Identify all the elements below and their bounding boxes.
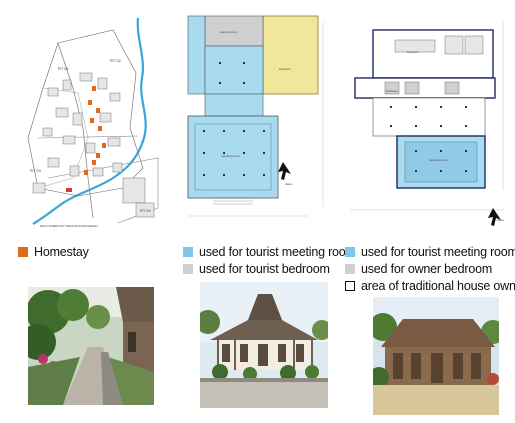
plan2-legend-bedroom: used for owner bedroom (345, 262, 492, 276)
homestay-map: RT 01 RT 02 RT 03 RT 04 PETA HOMESTAY DE… (18, 18, 170, 233)
floor-plan-2: bedroom bedroom meeting room utara (345, 10, 513, 230)
plan1-legend-meeting-label: used for tourist meeting room (199, 245, 356, 259)
map-label-b: RT 02 (110, 58, 121, 63)
plan1-room-main: meeting room (221, 154, 240, 158)
plan1-legend-bedroom: used for tourist bedroom (183, 262, 330, 276)
map-label-d: RT 04 (140, 208, 151, 213)
plan2-drawing (350, 20, 505, 226)
plan1-legend-bedroom-label: used for tourist bedroom (199, 262, 330, 276)
map-label-c: RT 03 (30, 168, 41, 173)
plan2-legend-meeting: used for tourist meeting room (345, 245, 515, 259)
plan2-legend-owner-label: area of traditional house owner (361, 279, 515, 293)
plan1-drawing (187, 15, 324, 217)
floor-plan-1: meeting room bedroom meeting room utara (183, 12, 333, 227)
village-path-photo (28, 287, 154, 405)
plan2-room-top: bedroom (407, 50, 419, 54)
bedroom-swatch (183, 264, 193, 274)
plan1-legend-meeting: used for tourist meeting room (183, 245, 356, 259)
north-arrow-icon (278, 162, 291, 180)
joglo-house-photo (200, 282, 328, 408)
homestay-markers (84, 86, 106, 175)
north-arrow-icon-2 (488, 208, 501, 226)
plan1-room-top: meeting room (219, 30, 238, 34)
map-drawing (27, 18, 159, 225)
plan2-north-label: utara (497, 218, 504, 222)
plan1-north-label: utara (285, 182, 292, 186)
meeting-room-swatch (183, 247, 193, 257)
plan2-room-main: meeting room (429, 158, 448, 162)
homestay-swatch (18, 247, 28, 257)
limasan-house-photo (373, 297, 499, 415)
map-caption: PETA HOMESTAY DESA NGLANGGERAN (40, 224, 98, 228)
legend-homestay: Homestay (18, 245, 89, 259)
plan2-legend-bedroom-label: used for owner bedroom (361, 262, 493, 276)
bedroom-swatch-2 (345, 264, 355, 274)
owner-area-swatch (345, 281, 355, 291)
meeting-room-swatch-2 (345, 247, 355, 257)
plan2-legend-owner: area of traditional house owner (345, 279, 515, 293)
plan1-room-side: bedroom (279, 67, 291, 71)
plan2-legend-meeting-label: used for tourist meeting room (361, 245, 515, 259)
legend-homestay-label: Homestay (34, 245, 89, 259)
plan2-room-mid: bedroom (386, 89, 398, 93)
map-label-a: RT 01 (58, 66, 69, 71)
